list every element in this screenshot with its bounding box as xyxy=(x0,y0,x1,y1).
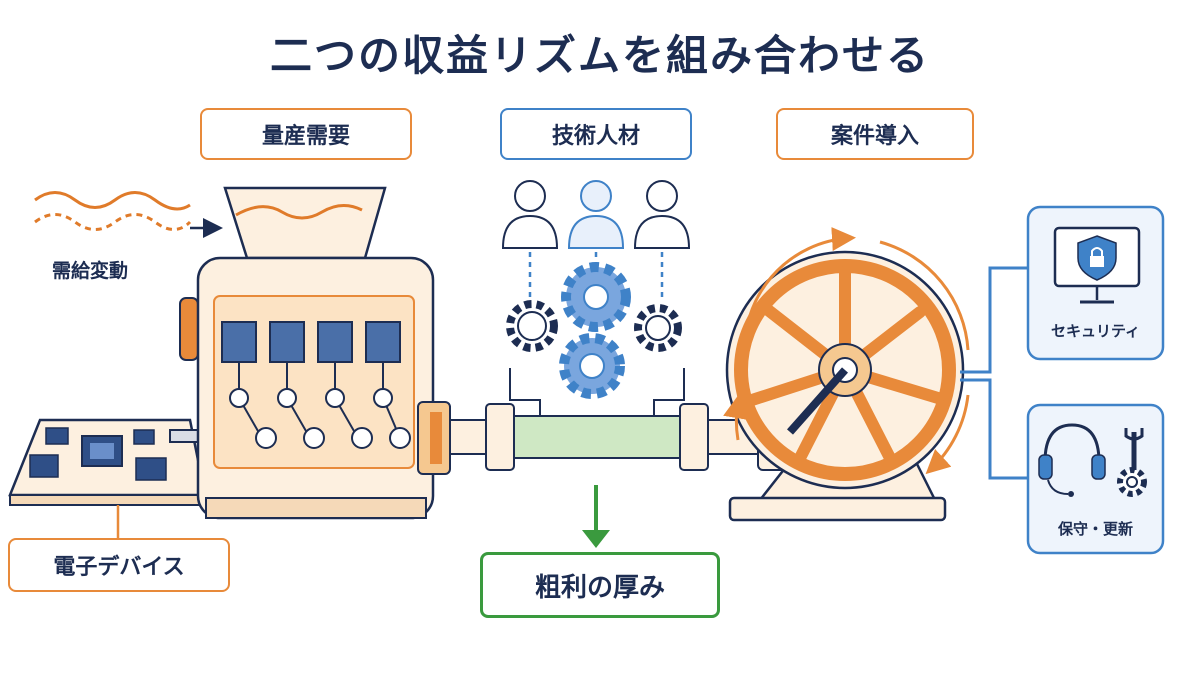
page-title: 二つの収益リズムを組み合わせる xyxy=(269,31,930,80)
headset-icon xyxy=(1038,423,1106,497)
label-mass-demand: 量産需要 xyxy=(200,108,412,160)
engine-icon xyxy=(179,186,451,520)
circuit-board-icon xyxy=(8,418,207,540)
label-maintenance: 保守・更新 xyxy=(1057,520,1133,538)
person-icon xyxy=(567,180,625,249)
shield-lock-icon xyxy=(1077,235,1117,281)
label-security: セキュリティ xyxy=(1050,322,1141,340)
label-project-intro: 案件導入 xyxy=(776,108,974,160)
label-gross-margin: 粗利の厚み xyxy=(480,552,720,618)
label-supply-demand: 需給変動 xyxy=(52,260,129,282)
person-icon xyxy=(501,180,559,249)
wrench-icon xyxy=(1117,428,1147,497)
label-tech-talent: 技術人材 xyxy=(500,108,692,160)
person-icon xyxy=(633,180,691,249)
drive-shaft xyxy=(449,403,759,548)
label-electronic-devices: 電子デバイス xyxy=(8,538,230,592)
gear-icon xyxy=(506,262,682,399)
flywheel-icon xyxy=(723,227,970,522)
wave-icon xyxy=(34,191,223,238)
maintenance-panel xyxy=(1026,403,1165,555)
security-panel xyxy=(1026,205,1165,361)
